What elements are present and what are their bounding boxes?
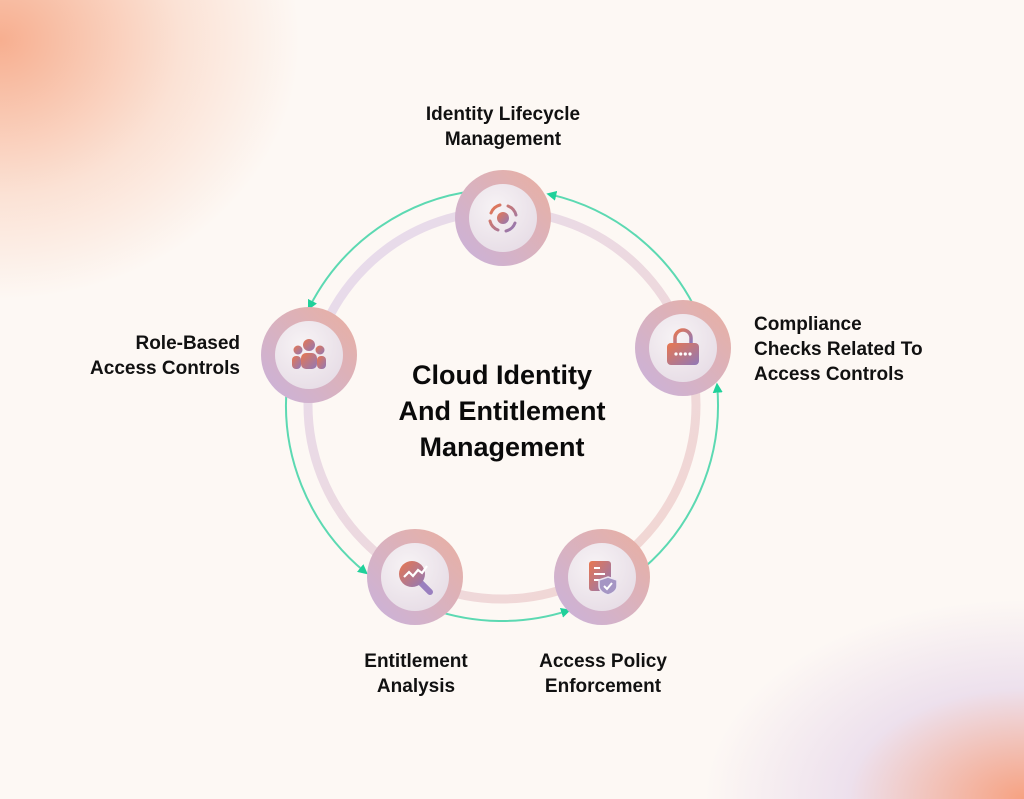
refresh-cycle-icon — [488, 203, 518, 233]
document-shield-icon — [589, 561, 618, 596]
node-3 — [367, 529, 463, 625]
flow-arrow — [430, 607, 572, 622]
flow-arrow — [546, 190, 699, 314]
title-line: Cloud Identity — [412, 360, 592, 390]
node-1 — [635, 300, 731, 396]
title-line: And Entitlement — [398, 396, 606, 426]
title-line: Management — [419, 432, 585, 462]
lock-icon — [667, 328, 699, 365]
flow-arrow — [307, 189, 475, 311]
page-title: Cloud Identity And Entitlement Managemen… — [352, 357, 652, 465]
flow-arrow — [633, 382, 723, 577]
analytics-search-icon — [399, 561, 433, 595]
node-4 — [261, 307, 357, 403]
node-2 — [554, 529, 650, 625]
users-group-icon — [292, 339, 326, 369]
flow-arrow — [285, 378, 368, 575]
node-0 — [455, 170, 551, 266]
